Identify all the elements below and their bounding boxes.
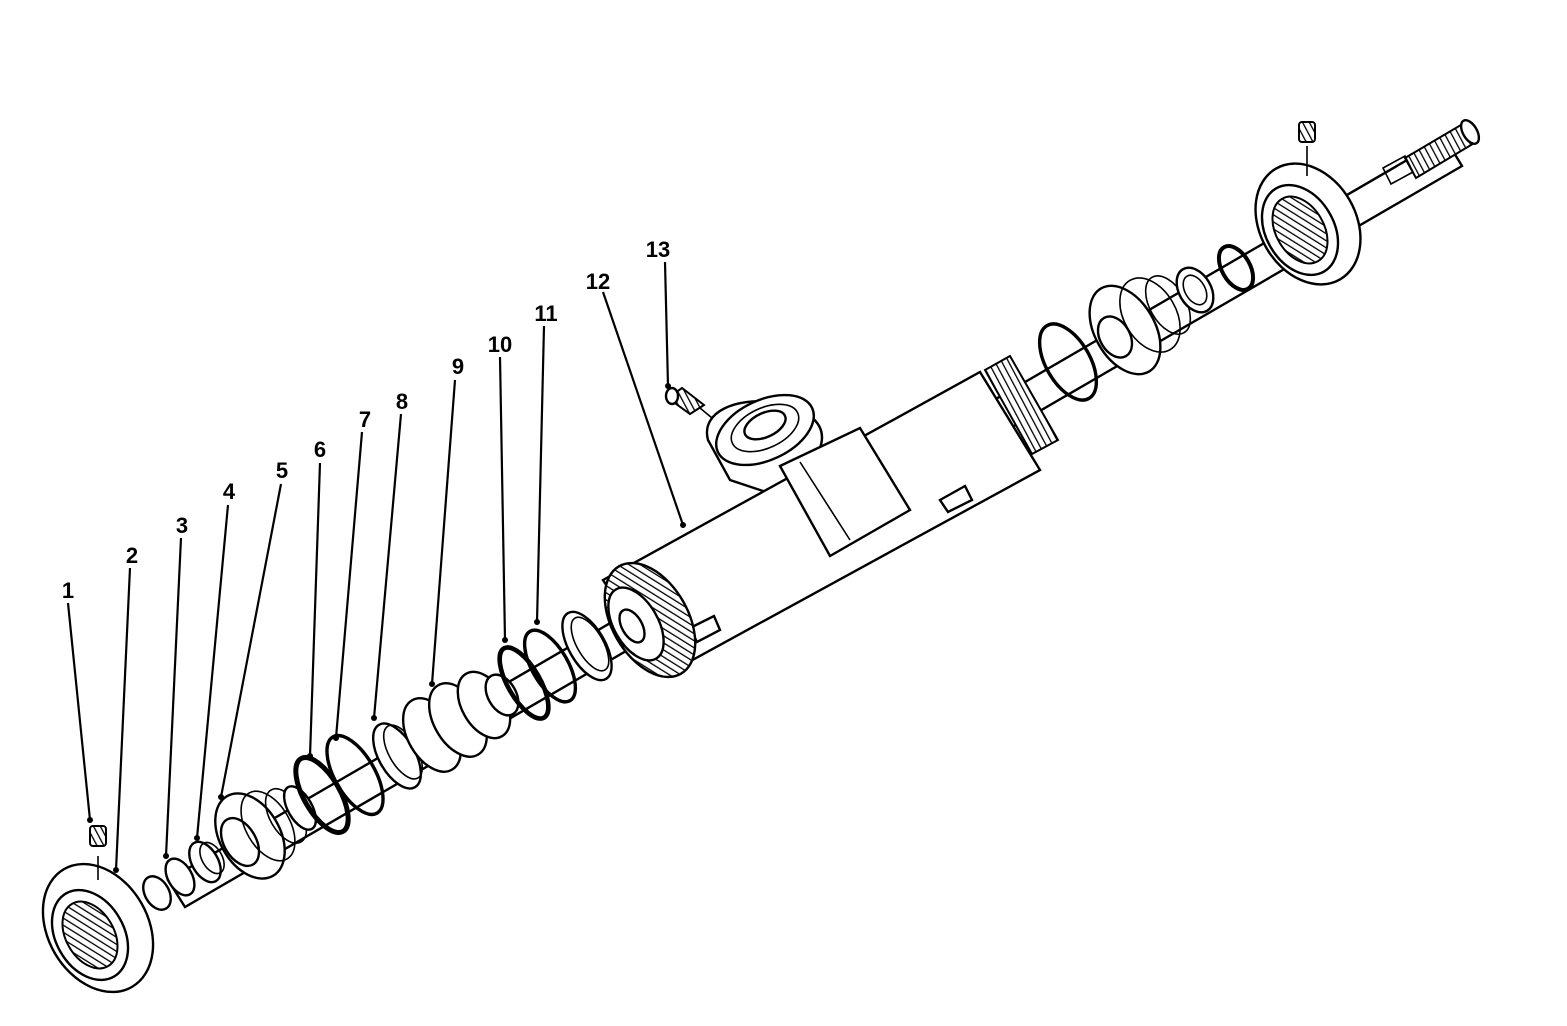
callout-2: 2 (126, 543, 138, 568)
callout-13: 13 (646, 237, 670, 262)
left-set-screw (89, 825, 107, 847)
pinion-piston-assembly (142, 785, 318, 911)
callout-8: 8 (396, 389, 408, 414)
callout-5: 5 (276, 458, 288, 483)
o-ring-seals-left (293, 722, 424, 835)
callout-12: 12 (586, 269, 610, 294)
right-bulkhead (1088, 275, 1192, 376)
fitting-bolt (664, 386, 713, 419)
right-seal-rings (1175, 244, 1256, 314)
o-ring-seals-mid (497, 610, 613, 721)
callout-labels: 1 2 3 4 5 6 7 8 9 10 11 12 13 (62, 237, 670, 603)
o-ring-seals-right (1037, 322, 1099, 402)
rack-housing (601, 354, 1060, 679)
callout-1: 1 (62, 578, 74, 603)
callout-10: 10 (488, 332, 512, 357)
valve-spool (401, 670, 520, 773)
callout-9: 9 (452, 354, 464, 379)
callout-4: 4 (223, 479, 236, 504)
callout-6: 6 (314, 437, 326, 462)
right-set-screw (1298, 121, 1316, 143)
callout-11: 11 (534, 301, 557, 326)
callout-7: 7 (359, 407, 371, 432)
leader-lines (66, 261, 686, 873)
left-adjuster-nut (41, 856, 155, 994)
callout-3: 3 (176, 513, 188, 538)
right-adjuster-nut (1254, 146, 1362, 286)
